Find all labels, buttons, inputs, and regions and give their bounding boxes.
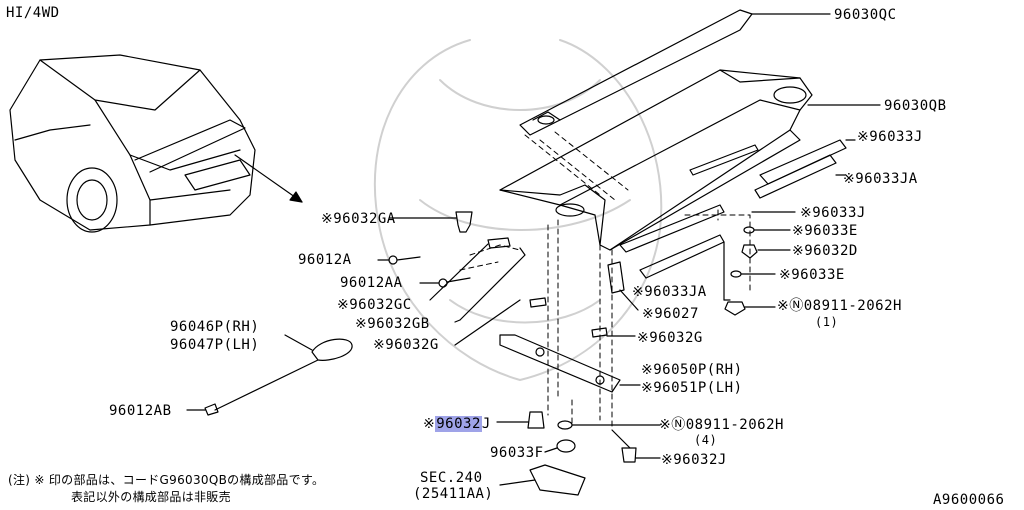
clips-mid — [454, 297, 636, 346]
watermark-emblem — [373, 39, 663, 381]
callout-96051P[interactable]: ※96051P(LH) — [641, 380, 743, 396]
car-detail-arrow — [234, 154, 303, 203]
lamp-cover — [186, 334, 353, 416]
callout-08911-qty1: (1) — [815, 315, 839, 329]
callout-96032GB[interactable]: ※96032GB — [355, 316, 430, 332]
sec-240-part — [499, 464, 586, 496]
model-tag: HI/4WD — [6, 5, 60, 21]
selected-part-number[interactable]: 96032 — [435, 416, 482, 432]
callout-96033E-upper[interactable]: ※96033E — [792, 223, 858, 239]
lower-bracket — [499, 334, 641, 393]
callout-08911-qty4: (4) — [694, 433, 718, 447]
hardware-stack-right — [724, 211, 796, 316]
callout-96027[interactable]: ※96027 — [642, 306, 699, 322]
callout-96032D[interactable]: ※96032D — [792, 243, 858, 259]
callout-96012A[interactable]: 96012A — [298, 252, 352, 268]
car-illustration — [9, 54, 256, 233]
callout-96032J-lower[interactable]: ※96032J — [661, 452, 727, 468]
callout-96032J-selected[interactable]: ※96032J — [423, 416, 491, 432]
diagram-id: A9600066 — [933, 492, 1005, 508]
hardware-bottom — [496, 411, 661, 463]
fasteners-left — [377, 211, 526, 323]
callout-96033F[interactable]: 96033F — [490, 445, 544, 461]
callout-sec-240-sub: (25411AA) — [413, 486, 494, 502]
callout-96047P[interactable]: 96047P(LH) — [170, 337, 260, 353]
callout-96033JA-lower[interactable]: ※96033JA — [632, 284, 707, 300]
spoiler-main — [499, 69, 881, 251]
callout-star: ※ — [423, 416, 436, 432]
callout-08911-2062H-qty4[interactable]: ※Ⓝ08911-2062H — [659, 417, 784, 433]
callout-96033JA-upper[interactable]: ※96033JA — [843, 171, 918, 187]
callout-96032GA[interactable]: ※96032GA — [321, 211, 396, 227]
callout-96046P[interactable]: 96046P(RH) — [170, 319, 260, 335]
callout-96032G-right[interactable]: ※96032G — [637, 330, 703, 346]
callout-96050P[interactable]: ※96050P(RH) — [641, 362, 743, 378]
bracket-96027 — [607, 261, 639, 311]
trim-strips — [619, 139, 856, 301]
callout-96032G-left[interactable]: ※96032G — [373, 337, 439, 353]
assembly-guides — [459, 131, 751, 431]
callout-sec-240[interactable]: SEC.240 — [420, 470, 483, 486]
callout-96012AB[interactable]: 96012AB — [109, 403, 172, 419]
callout-96012AA[interactable]: 96012AA — [340, 275, 403, 291]
footnote-line-1: (注) ※ 印の部品は、コードG96030QBの構成部品です。 — [8, 473, 325, 487]
footnote-line-2: 表記以外の構成部品は非販売 — [71, 490, 231, 504]
callout-suffix: J — [481, 416, 491, 432]
callout-96033E-lower[interactable]: ※96033E — [779, 267, 845, 283]
spoiler-upper — [519, 9, 831, 136]
callout-96033J-upper[interactable]: ※96033J — [857, 129, 923, 145]
callout-96033J-lower[interactable]: ※96033J — [800, 205, 866, 221]
callout-08911-2062H-qty1[interactable]: ※Ⓝ08911-2062H — [777, 298, 902, 314]
callout-96030QC[interactable]: 96030QC — [834, 7, 897, 23]
callout-96032GC[interactable]: ※96032GC — [337, 297, 412, 313]
callout-96030QB[interactable]: 96030QB — [884, 98, 947, 114]
